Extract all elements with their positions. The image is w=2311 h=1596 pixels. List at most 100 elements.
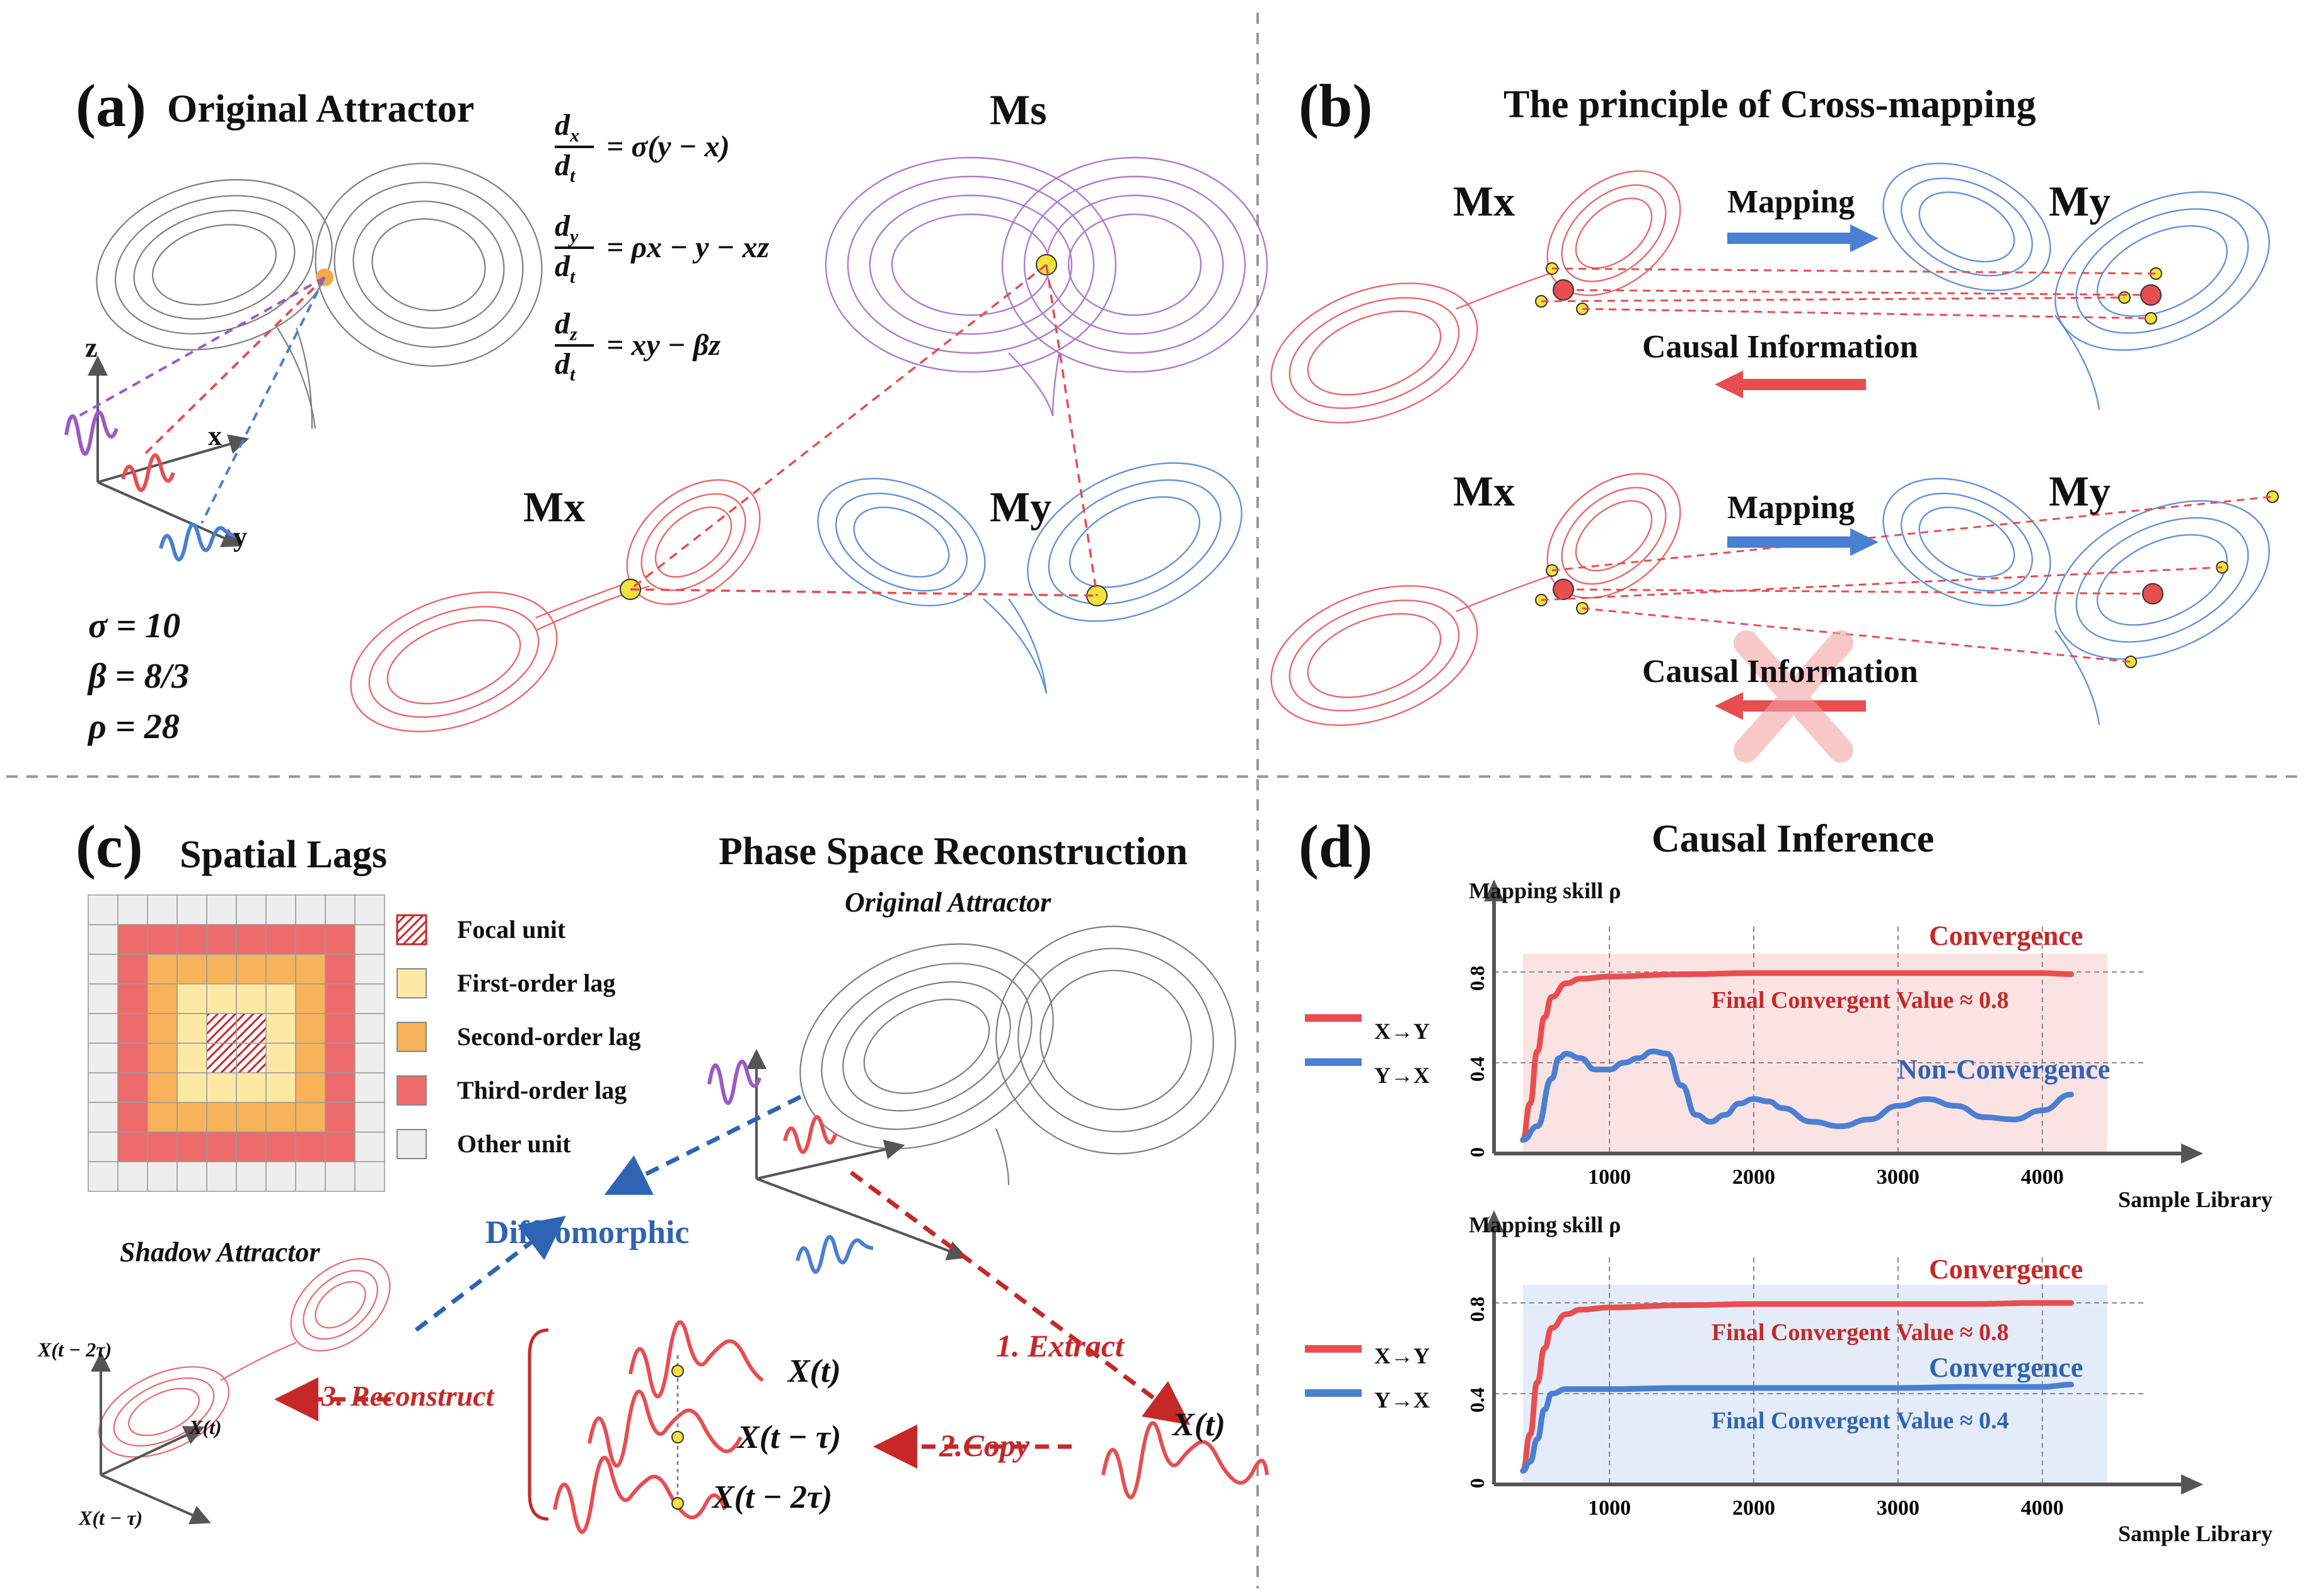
grid-cell — [206, 1043, 237, 1073]
causal-arrowhead-bottom — [1715, 692, 1743, 720]
grid-cell — [88, 1131, 119, 1162]
chart-bottom-annotation-convergence: Convergence — [1929, 1254, 2083, 1285]
spatial-lag-grid — [88, 894, 385, 1192]
grid-cell — [265, 1013, 296, 1044]
grid-cell — [325, 1043, 356, 1073]
grid-cell — [117, 1072, 148, 1103]
x-tick-label: 2000 — [1732, 1165, 1775, 1189]
eq3-den: d — [555, 347, 570, 381]
grid-cell — [265, 1043, 296, 1073]
x-tick-label: 4000 — [2021, 1165, 2064, 1189]
grid-cell — [147, 924, 178, 955]
grid-cell — [206, 1013, 237, 1044]
panel-a — [64, 156, 1268, 732]
mx-label-a: Mx — [523, 483, 586, 531]
eq1-num-sub: x — [570, 125, 579, 146]
eq1-den-sub: t — [570, 165, 576, 187]
my-attractor-blue — [817, 462, 1242, 694]
grid-cell — [295, 894, 326, 925]
grid-cell — [295, 983, 326, 1014]
psr-timeseries-blue — [796, 1235, 874, 1274]
grid-cell — [265, 983, 296, 1014]
eq2-rhs: = ρx − y − xz — [606, 231, 770, 264]
link-ms-mx — [629, 263, 1048, 591]
reconstruct-bracket — [528, 1328, 549, 1521]
grid-cell — [354, 924, 385, 955]
mx-label-bottom: Mx — [1453, 467, 1515, 515]
grid-cell — [325, 1161, 356, 1192]
series-line-y-to-x — [1520, 1382, 2075, 1474]
grid-cell — [147, 1131, 178, 1162]
grid-cell — [354, 1102, 385, 1133]
shadow-attractor — [98, 1258, 391, 1458]
step-extract-label: 1. Extract — [996, 1328, 1124, 1363]
cross-map-lines-top — [1541, 267, 2157, 320]
cross-map-lines-bottom — [1541, 495, 2273, 663]
diffeomorphic-arrow-right — [604, 1094, 802, 1195]
timeseries-purple — [64, 410, 119, 456]
grid-cell — [236, 1072, 267, 1103]
axes-3d — [88, 356, 250, 548]
chart-bottom-xlabel: Sample Library — [2118, 1521, 2273, 1546]
wave-xt-tau — [588, 1389, 743, 1468]
grid-cell — [117, 924, 148, 955]
step-reconstruct-label: 3. Reconstruct — [321, 1380, 494, 1412]
grid-cell — [236, 954, 267, 985]
grid-cell — [325, 924, 356, 955]
my-attractor-bottom — [1882, 478, 2270, 726]
chart-bottom-annotation-convergence-blue: Convergence — [1929, 1352, 2083, 1383]
y-axis-arrow — [1484, 1210, 1504, 1232]
grid-cell — [177, 924, 207, 955]
original-attractor-gray — [96, 163, 543, 429]
equation-1: dx dt = σ(y − x) — [555, 110, 820, 185]
chart-top-annotation-convergence: Convergence — [1929, 920, 2083, 951]
grid-cell — [325, 1013, 356, 1044]
grid-cell — [354, 1043, 385, 1073]
grid-cell — [147, 983, 178, 1014]
label-xt-tau: X(t − τ) — [738, 1420, 842, 1455]
legend-swatch-third — [397, 1075, 427, 1106]
grid-cell — [354, 1072, 385, 1103]
y-tick-label: 0 — [1466, 1478, 1488, 1488]
grid-cell — [147, 1043, 178, 1073]
grid-cell — [295, 1043, 326, 1073]
chart-bottom-annotation-final: Final Convergent Value ≈ 0.8 — [1712, 1319, 2009, 1346]
x-tick-label: 1000 — [1588, 1165, 1631, 1189]
chart-top-annotation-final: Final Convergent Value ≈ 0.8 — [1712, 987, 2009, 1014]
shadow-axis-top: X(t − 2τ) — [38, 1338, 112, 1361]
grid-cell — [295, 1102, 326, 1133]
grid-cell — [236, 1102, 267, 1133]
grid-cell — [117, 1102, 148, 1133]
timeseries-red — [121, 453, 175, 492]
eq3-num-sub: z — [570, 323, 577, 345]
grid-cell — [206, 894, 237, 925]
axis-y-label: y — [233, 521, 247, 552]
grid-cell — [325, 894, 356, 925]
grid-cell — [88, 1161, 119, 1192]
eq1-den: d — [555, 149, 570, 182]
mapping-arrowhead-top — [1850, 224, 1879, 252]
shadow-axis-bottom: X(t − τ) — [79, 1506, 143, 1529]
shadow-axis-mid: X(t) — [189, 1416, 222, 1438]
series-line-y-to-x — [1520, 1048, 2075, 1143]
param-beta: β = 8/3 — [88, 657, 190, 696]
mapping-arrowhead-bottom — [1850, 528, 1879, 556]
grid-cell — [177, 1161, 207, 1192]
my-label-bottom: My — [2049, 467, 2111, 515]
grid-cell — [265, 1102, 296, 1133]
psr-timeseries-red — [783, 1115, 837, 1154]
mx-label-top: Mx — [1453, 177, 1515, 225]
chart-bottom-ylabel: Mapping skill ρ — [1469, 1212, 1621, 1237]
legend-focal: Focal unit — [457, 915, 566, 944]
grid-cell — [147, 1102, 178, 1133]
grid-cell — [147, 1161, 178, 1192]
wave-xt-2tau — [553, 1455, 727, 1534]
projection-line-red — [144, 276, 326, 455]
grid-cell — [147, 954, 178, 985]
shadow-attractor-label: Shadow Attractor — [120, 1237, 320, 1268]
mapping-label-top: Mapping — [1727, 184, 1855, 220]
grid-cell — [206, 1102, 237, 1133]
grid-cell — [177, 954, 207, 985]
grid-cell — [117, 954, 148, 985]
